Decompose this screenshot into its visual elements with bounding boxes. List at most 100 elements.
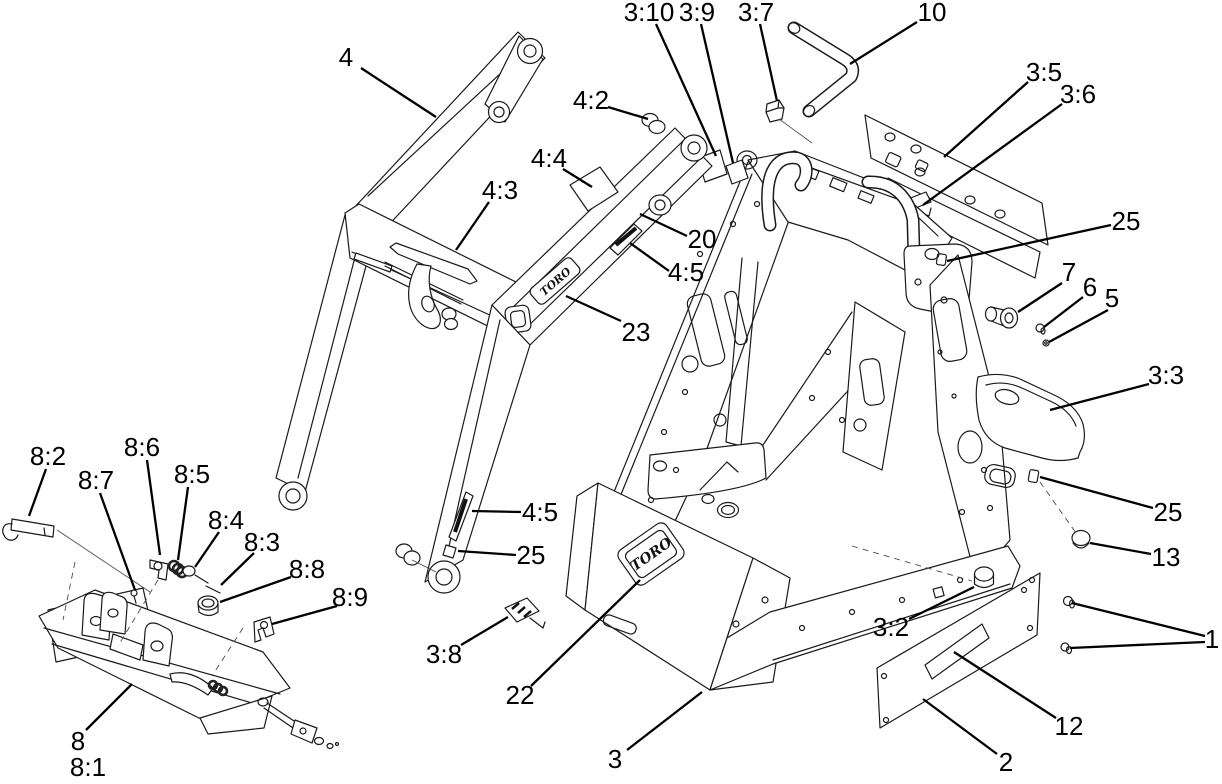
seat-plate-tab — [935, 253, 947, 266]
console-vent — [829, 177, 848, 193]
callout-leader-8:6 — [145, 459, 162, 556]
callout-10: 10 — [918, 0, 947, 27]
qa-lever-spring — [207, 679, 229, 697]
callout-3:9: 3:9 — [679, 0, 715, 27]
toro-logo-plate: TORO — [617, 522, 685, 586]
arm-ring-hole — [654, 199, 666, 211]
spacer-3-7-edge — [777, 99, 780, 109]
callout-leader-22 — [530, 579, 641, 687]
callout-2: 2 — [999, 747, 1013, 777]
fender — [975, 373, 1086, 462]
frame-cutout — [686, 293, 726, 367]
frame-right-plate — [929, 254, 1011, 581]
callout-8:9: 8:9 — [332, 582, 368, 612]
callout-leader-8:9 — [271, 604, 338, 626]
callout-leader-25 — [457, 549, 517, 557]
panel-hole — [914, 167, 926, 177]
callout-leader-3:10 — [654, 23, 718, 157]
qa-lug-hole — [150, 640, 164, 652]
qa-clevis-hole — [299, 727, 307, 735]
decal-4-4 — [569, 166, 619, 212]
frame-cutout-oval — [957, 430, 983, 464]
decal-25-square — [442, 544, 457, 559]
arm-eye — [516, 37, 544, 65]
arm-eye-bottom — [427, 560, 461, 594]
arm-eye-hole — [523, 44, 537, 58]
plate-3-9 — [725, 159, 749, 185]
callout-3:10: 3:10 — [624, 0, 675, 27]
panel-hole — [964, 195, 976, 205]
frame-pillar — [740, 261, 759, 447]
console-vent — [857, 190, 875, 204]
callout-leader-8:2 — [27, 468, 48, 517]
callout-13: 13 — [1152, 542, 1181, 572]
cover-plate-holes — [880, 576, 1036, 724]
panel-hole — [910, 144, 922, 154]
qa-link-rod — [263, 707, 294, 729]
clevis-8-6-hole — [153, 561, 163, 571]
handle-10-face — [789, 23, 858, 116]
frame-hole — [732, 620, 740, 628]
arm-eye — [680, 134, 708, 162]
callout-3:3: 3:3 — [1148, 360, 1184, 390]
callout-25: 25 — [1154, 497, 1183, 527]
arm-ring-20 — [648, 194, 672, 216]
qa-lug — [99, 591, 128, 635]
bushing-3-2-body — [973, 573, 995, 589]
toro-decal-outline — [529, 257, 581, 305]
callout-4:3: 4:3 — [482, 175, 518, 205]
callout-4:5: 4:5 — [668, 257, 704, 287]
arm-eye-hole — [687, 141, 701, 155]
crossbar-ramp-4-3 — [389, 242, 478, 285]
arm-right-lower — [424, 304, 531, 583]
assembly-axis — [56, 529, 151, 593]
frame-hole — [761, 596, 769, 604]
frame-cutout — [724, 290, 748, 346]
callout-leader-25 — [946, 223, 1112, 263]
pin-8-2-handle — [2, 523, 19, 541]
assembly-dash — [62, 561, 76, 621]
callout-8:7: 8:7 — [78, 465, 114, 495]
frame-cutout — [932, 298, 968, 362]
plug-13-axis — [1039, 481, 1077, 534]
callout-25: 25 — [1112, 206, 1141, 236]
callout-leader-1 — [1069, 640, 1206, 650]
cover-plate-group — [876, 529, 1091, 729]
callout-12: 12 — [1055, 711, 1084, 741]
callout-3:2: 3:2 — [873, 612, 909, 642]
callout-8: 8 — [71, 726, 85, 756]
latch-pin-bottom — [990, 320, 1005, 327]
callout-3:8: 3:8 — [426, 639, 462, 669]
assembly-axis — [411, 559, 437, 573]
frame-pillar — [725, 257, 743, 443]
callout-leader-3:3 — [1049, 382, 1150, 412]
callout-leader-3:8 — [460, 616, 509, 646]
screw-5 — [1042, 339, 1050, 347]
callout-8:3: 8:3 — [244, 527, 280, 557]
callout-3:7: 3:7 — [738, 0, 774, 27]
callout-leader-8:4 — [194, 531, 220, 568]
callout-leader-8 — [85, 683, 133, 731]
screw-5-tip — [1044, 341, 1048, 345]
callout-8:6: 8:6 — [124, 432, 160, 462]
fender-top-edge — [985, 382, 1077, 427]
callout-leader-3 — [626, 691, 703, 751]
callout-leader-2 — [922, 698, 998, 755]
callout-leader-4:2 — [607, 105, 649, 121]
callout-leader-4:5 — [471, 509, 522, 514]
callout-3:6: 3:6 — [1060, 79, 1096, 109]
main-frame: TORO — [565, 150, 1040, 691]
front-slot — [602, 614, 637, 635]
bushing-8-8 — [197, 595, 219, 611]
callout-20: 20 — [688, 224, 717, 254]
latch-slot-25 — [1027, 469, 1040, 484]
callout-7: 7 — [1062, 257, 1076, 287]
callout-5: 5 — [1105, 283, 1119, 313]
callout-3:5: 3:5 — [1026, 57, 1062, 87]
decal-3-8-stripe — [517, 606, 526, 614]
fender-notch — [994, 388, 1020, 406]
cover-plate-decal-12 — [924, 623, 990, 680]
deck-cap — [716, 501, 740, 519]
decal-3-8-stripe — [523, 610, 532, 618]
callout-leader-4:5 — [629, 242, 670, 272]
